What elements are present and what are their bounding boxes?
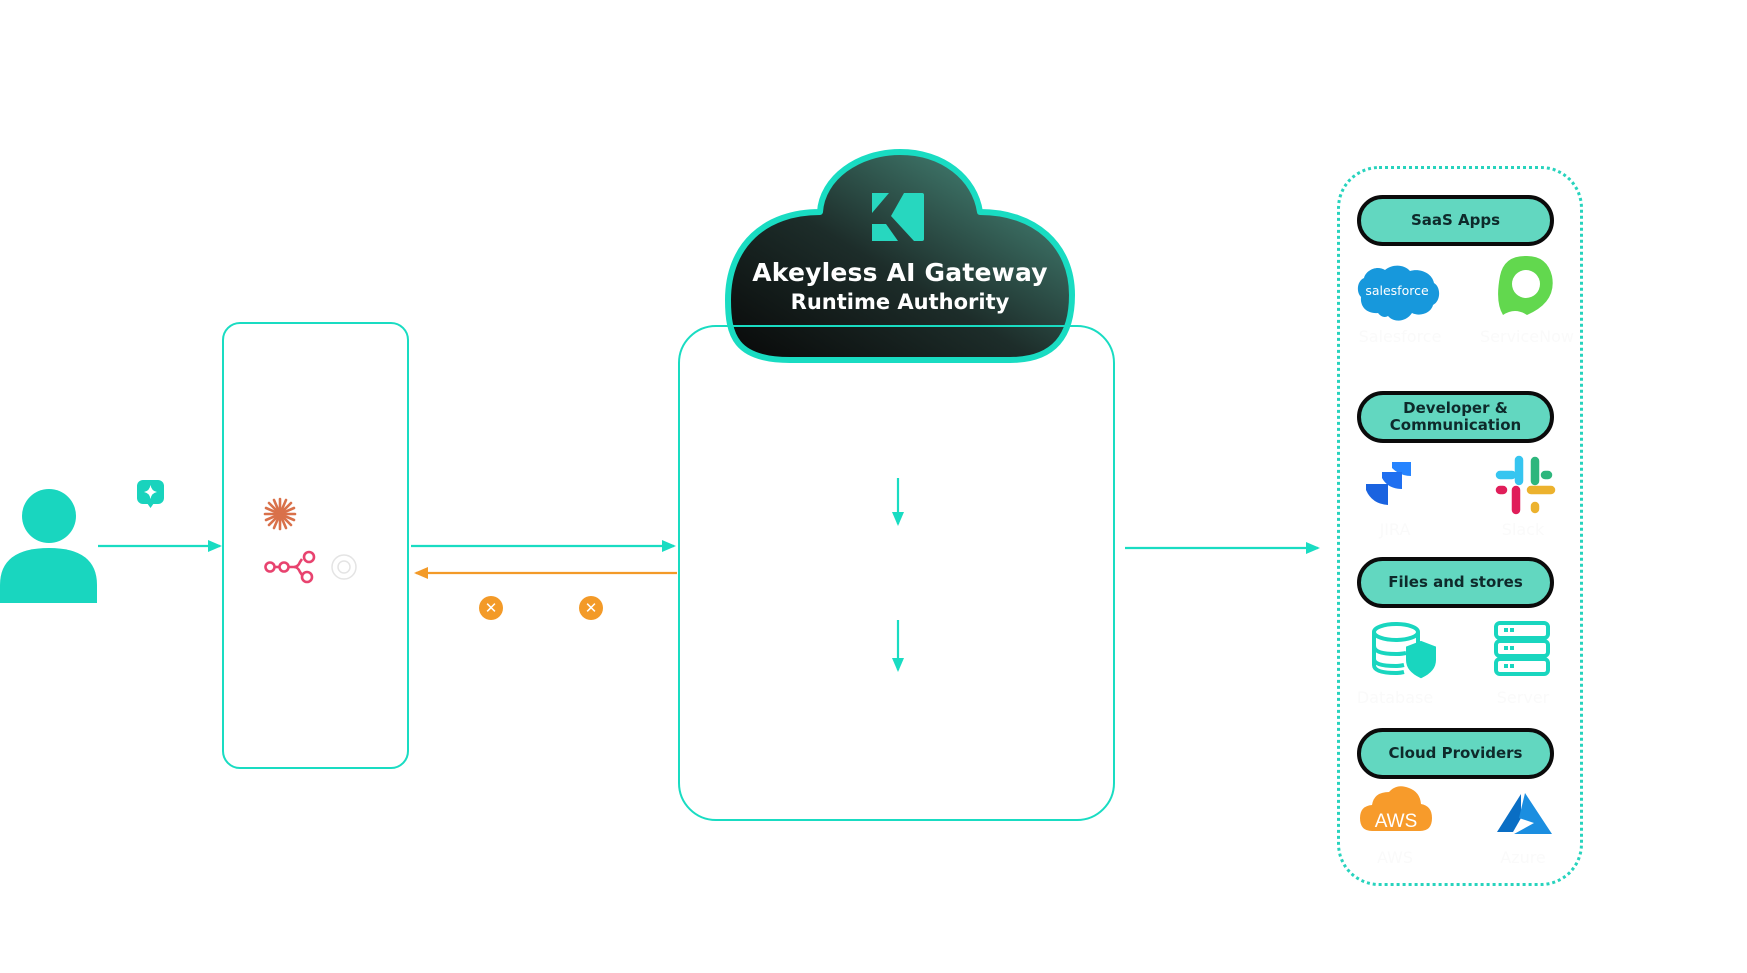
openai-icon: [331, 554, 357, 580]
ai-agent-box: [222, 322, 409, 769]
aws-logo-text: AWS: [1375, 811, 1418, 832]
user-icon: [0, 489, 97, 603]
group-chip-cloud-providers: Cloud Providers: [1357, 728, 1554, 779]
service-label: Server: [1496, 688, 1550, 707]
service-label: ServiceNow: [1480, 327, 1574, 346]
service-label: Slack: [1501, 520, 1545, 539]
service-label: JIRA: [1379, 520, 1411, 539]
claude-starburst-icon: [263, 497, 297, 531]
group-chip-developer-communication: Developer & Communication: [1357, 391, 1554, 443]
database-shield-icon: [1372, 622, 1436, 679]
service-label: AWS: [1376, 848, 1414, 867]
servicenow-icon: [1498, 256, 1553, 315]
deny-x-icon: ✕: [579, 596, 603, 620]
aws-icon: AWS: [1360, 786, 1432, 832]
deny-x-icon: ✕: [479, 596, 503, 620]
group-chip-files-stores: Files and stores: [1357, 557, 1554, 608]
sparkle-chat-icon: [137, 480, 164, 508]
slack-icon: [1495, 455, 1556, 515]
service-label: Database: [1356, 688, 1434, 707]
server-icon: [1494, 621, 1550, 676]
gateway-title: Akeyless AI Gateway: [752, 258, 1048, 287]
gateway-cloud: [725, 149, 1075, 363]
gateway-box: [678, 325, 1115, 821]
akeyless-k-logo: [872, 193, 924, 241]
group-chip-saas-apps: SaaS Apps: [1357, 195, 1554, 246]
service-label: Salesforce: [1358, 327, 1442, 346]
salesforce-icon: salesforce: [1357, 265, 1440, 321]
n8n-workflow-icon: [264, 550, 316, 584]
gateway-subtitle: Runtime Authority: [790, 290, 1010, 314]
salesforce-logo-text: salesforce: [1365, 283, 1429, 298]
azure-icon: [1497, 793, 1552, 834]
target-resources-container: [1337, 166, 1583, 886]
service-label: Azure: [1500, 848, 1546, 867]
jira-icon: [1366, 462, 1411, 505]
